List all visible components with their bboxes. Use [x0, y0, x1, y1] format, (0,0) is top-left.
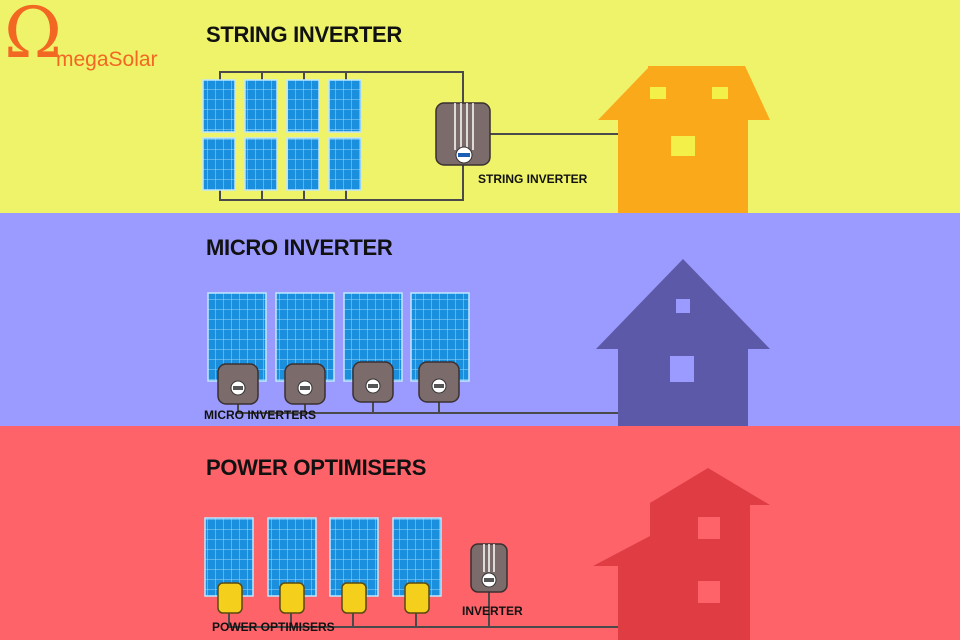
solar-panel: [286, 79, 320, 133]
power-inverter-unit: [470, 543, 508, 593]
house-icon: [596, 259, 770, 426]
power-optimisers-title: POWER OPTIMISERS: [206, 455, 427, 480]
micro-inverters-label: MICRO INVERTERS: [204, 408, 317, 422]
power-optimiser: [279, 582, 305, 614]
house-icon: [598, 66, 770, 213]
power-optimiser: [404, 582, 430, 614]
string-inverter-label: STRING INVERTER: [478, 172, 588, 186]
micro-inverter: [418, 361, 460, 403]
solar-panel: [244, 79, 278, 133]
micro-inverter: [352, 361, 394, 403]
micro-inverter-title: MICRO INVERTER: [206, 235, 393, 260]
power-optimiser: [217, 582, 243, 614]
solar-panel: [328, 137, 362, 191]
micro-solar-panels: [207, 292, 470, 382]
brand-name: megaSolar: [56, 48, 158, 71]
micro-inverter-section: [0, 213, 960, 426]
string-inverter-unit: [435, 102, 491, 166]
string-solar-panels: [202, 79, 362, 191]
house-icon: [593, 468, 770, 640]
inverter-label: INVERTER: [462, 604, 523, 618]
micro-inverter-units: [217, 361, 460, 405]
string-inverter-title: STRING INVERTER: [206, 22, 402, 47]
solar-panel: [328, 79, 362, 133]
string-wiring: [219, 71, 618, 201]
omega-symbol: Ω: [4, 0, 63, 74]
power-optimisers-section: [0, 426, 960, 640]
solar-panel: [202, 137, 236, 191]
power-optimiser: [341, 582, 367, 614]
micro-inverter: [284, 363, 326, 405]
micro-inverter: [217, 363, 259, 405]
solar-panel: [244, 137, 278, 191]
solar-panel: [202, 79, 236, 133]
solar-panel: [286, 137, 320, 191]
power-optimisers-label: POWER OPTIMISERS: [212, 620, 335, 634]
power-optimiser-units: [217, 582, 430, 614]
